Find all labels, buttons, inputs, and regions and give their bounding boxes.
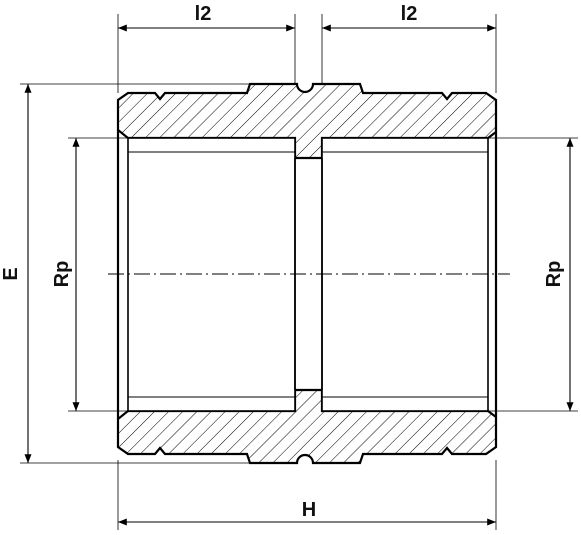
left-bore [127,137,296,412]
label-H: H [302,499,316,521]
label-l2-right: l2 [401,3,418,25]
right-bore [321,137,489,412]
label-Rp-left: Rp [51,261,73,288]
label-Rp-right: Rp [543,261,565,288]
label-E: E [0,267,22,280]
label-l2-left: l2 [195,3,212,25]
